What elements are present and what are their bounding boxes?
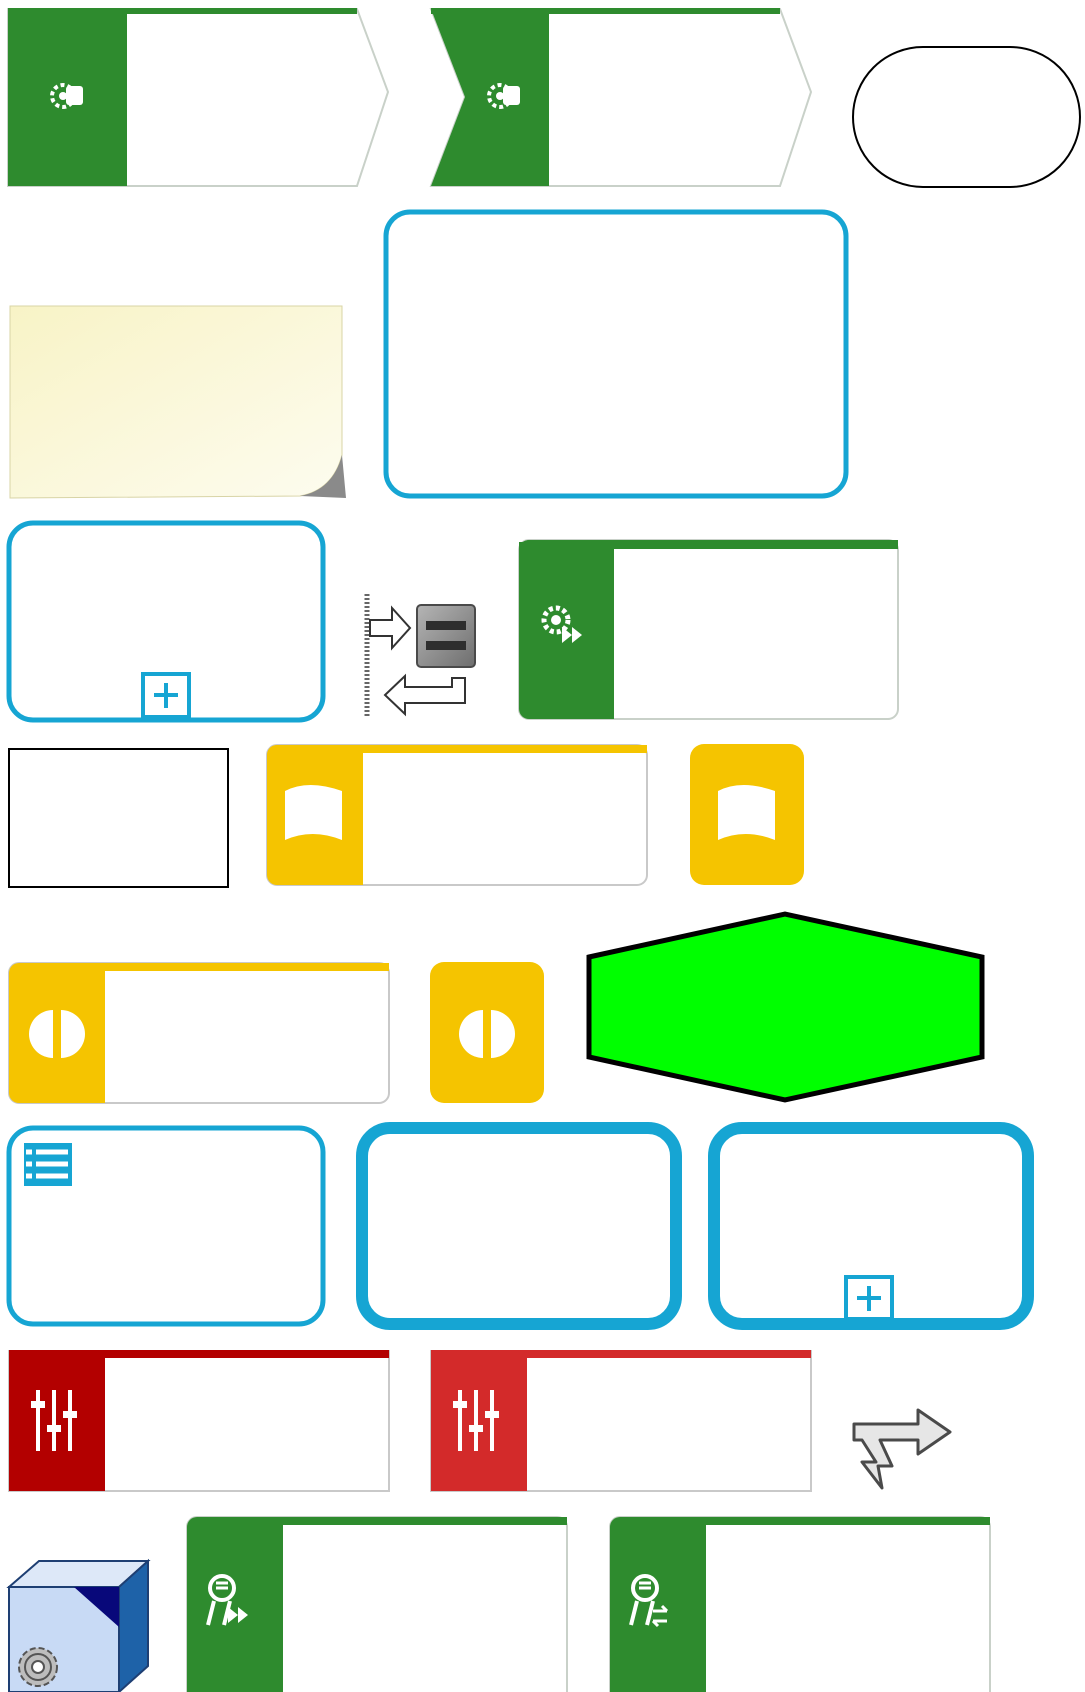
decision-icon-tile[interactable] — [430, 962, 544, 1103]
control-task[interactable] — [431, 1350, 811, 1491]
data-flow-connector[interactable] — [367, 594, 475, 716]
user-task-forward[interactable] — [187, 1517, 567, 1692]
sticky-note[interactable] — [10, 306, 346, 498]
process-step-chevron[interactable] — [8, 8, 388, 186]
decision-task[interactable] — [9, 963, 389, 1103]
data-exchange-icon — [370, 605, 475, 714]
automated-task[interactable] — [519, 540, 898, 719]
gear-icon — [19, 1648, 57, 1686]
sliders-icon — [453, 1390, 499, 1451]
sliders-icon — [31, 1390, 77, 1451]
plus-icon — [846, 1277, 892, 1319]
subprocess-collapsed[interactable] — [9, 523, 323, 720]
preparation-hexagon[interactable] — [589, 914, 982, 1100]
branch-arrow-icon — [854, 1410, 950, 1488]
plus-icon — [143, 674, 189, 717]
document-task[interactable] — [267, 745, 647, 885]
system-cube[interactable] — [9, 1561, 148, 1692]
flag-icon — [718, 785, 775, 840]
list-icon — [24, 1143, 72, 1186]
branch-arrow[interactable] — [854, 1410, 950, 1488]
plain-rectangle[interactable] — [9, 749, 228, 887]
list-subprocess[interactable] — [9, 1128, 323, 1324]
thick-subprocess[interactable] — [362, 1128, 676, 1324]
process-step-chevron-notched[interactable] — [431, 8, 811, 186]
user-task-exchange[interactable] — [610, 1517, 990, 1692]
document-icon-tile[interactable] — [690, 744, 804, 885]
flag-icon — [285, 785, 342, 840]
subprocess-large[interactable] — [386, 212, 846, 496]
terminator-shape[interactable] — [853, 47, 1080, 187]
thick-subprocess-collapsed[interactable] — [714, 1128, 1028, 1324]
control-task-dark[interactable] — [9, 1350, 389, 1491]
